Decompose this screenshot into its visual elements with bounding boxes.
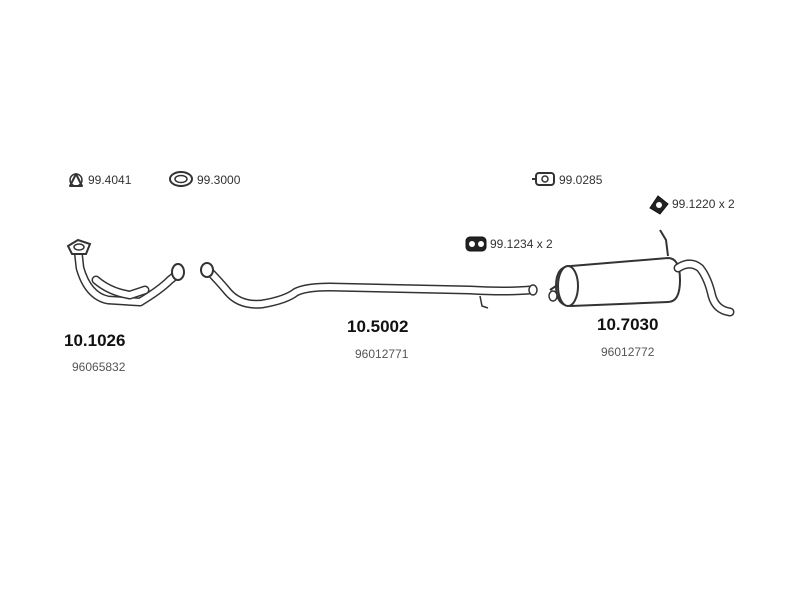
oem-number-front-pipe: 96065832 <box>72 360 126 374</box>
front-pipe-drawing <box>66 238 185 307</box>
oem-number-rear-silencer: 96012772 <box>601 345 655 359</box>
part-number-middle-pipe: 10.5002 <box>347 317 408 336</box>
accessory-label-ring: 99.4041 <box>88 173 132 187</box>
oem-number-middle-pipe: 96012771 <box>355 347 409 361</box>
ring-icon <box>69 173 83 187</box>
accessory-label-flange: 99.1220 x 2 <box>672 197 735 211</box>
middle-pipe-drawing <box>200 262 538 309</box>
accessory-label-gasket: 99.3000 <box>197 173 241 187</box>
rubber-hanger-icon <box>465 236 487 252</box>
flange-gasket-icon <box>649 195 669 215</box>
accessory-label-clamp: 99.0285 <box>559 173 603 187</box>
clamp-icon <box>532 172 555 186</box>
accessory-label-hanger: 99.1234 x 2 <box>490 237 553 251</box>
part-number-front-pipe: 10.1026 <box>64 331 125 350</box>
part-number-rear-silencer: 10.7030 <box>597 315 658 334</box>
rear-silencer-drawing <box>548 229 735 317</box>
gasket-icon <box>169 171 193 187</box>
